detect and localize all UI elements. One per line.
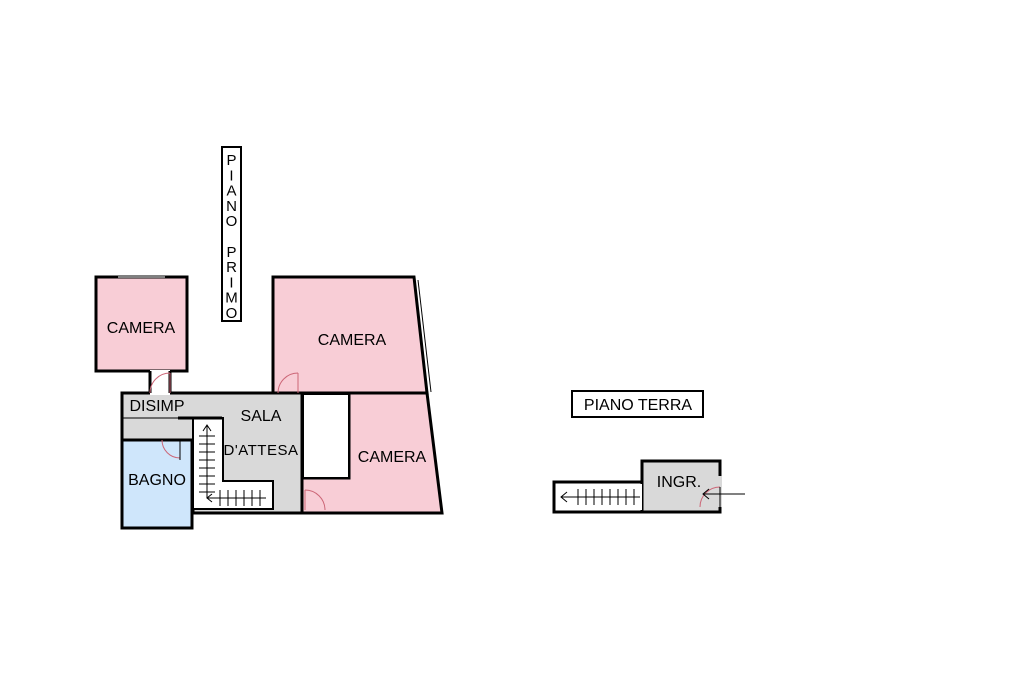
first-floor-letter: A [226,183,236,200]
label-bagno: BAGNO [128,472,186,489]
ground-floor-label [571,390,704,418]
label-camera-lower: CAMERA [358,449,427,466]
room-camera-top-left [94,275,189,373]
label-ground-floor: PIANO TERRA [584,397,693,414]
staircase-first-floor [192,417,274,510]
entry-arrow [702,488,745,500]
label-sala-line2: D'ATTESA [224,442,299,459]
first-floor-letter: P [226,244,236,261]
label-disimpegno: DISIMP [129,398,184,415]
label-sala-line1: SALA [241,408,282,425]
label-ingresso: INGR. [657,474,701,491]
stair-treads-first [199,424,266,506]
first-floor-letter: O [226,213,238,230]
first-floor-letter: P [226,152,236,169]
lightwell [302,393,350,479]
first-floor-letter: N [226,198,237,215]
first-floor-letter: M [225,290,238,307]
room-ingresso [640,459,722,514]
first-floor-letter: I [229,274,233,291]
first-floor-letter: R [226,259,237,276]
stair-treads-ground [560,489,640,505]
label-camera-large: CAMERA [318,332,387,349]
first-floor-letter: O [226,305,238,322]
label-camera-top-left: CAMERA [107,320,176,337]
first-floor-letter: I [229,167,233,184]
